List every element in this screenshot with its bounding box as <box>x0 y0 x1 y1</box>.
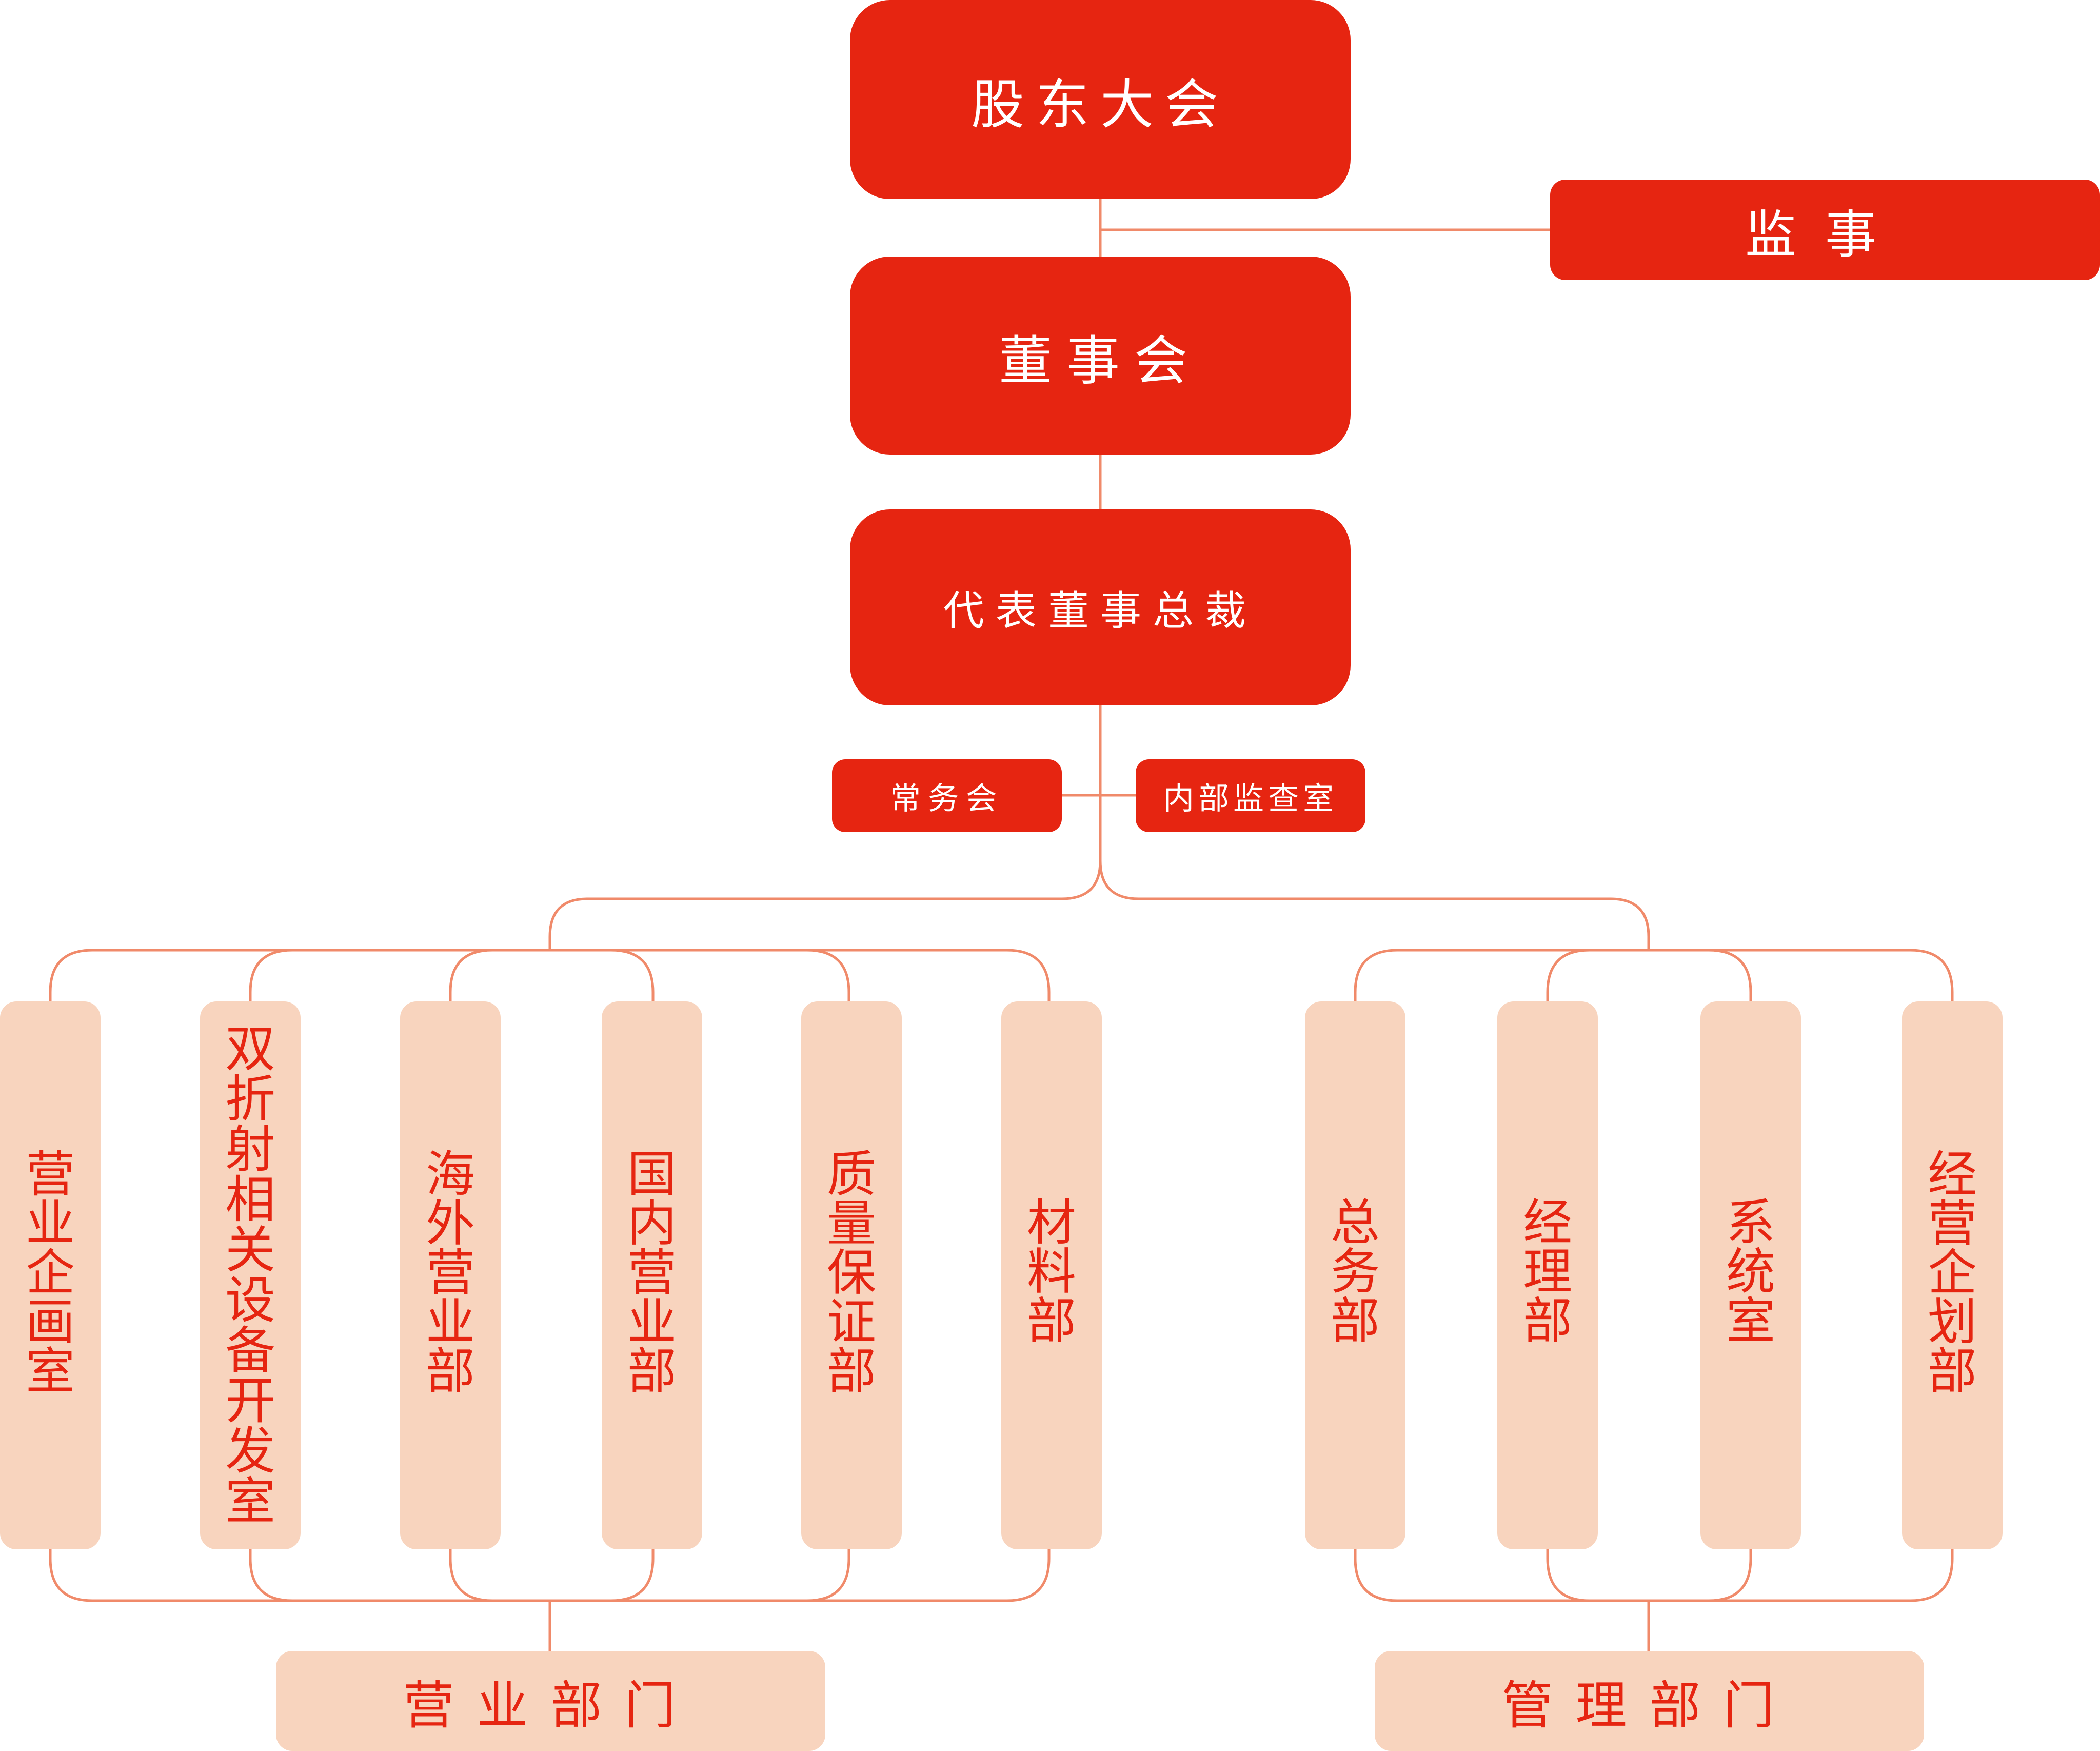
department-label: 质量保证部 <box>827 1150 876 1396</box>
label-char: 量 <box>827 1195 876 1252</box>
label-char: 部 <box>426 1343 475 1400</box>
department-domestic-sales: 国内营业部 <box>602 1001 702 1549</box>
label-char: 部 <box>1027 1292 1076 1350</box>
department-quality-assurance: 质量保证部 <box>801 1001 902 1549</box>
shareholders-label: 股东大会 <box>970 73 1230 136</box>
president-label: 代表董事总裁 <box>943 587 1257 635</box>
internal-audit-label: 内部监查室 <box>1163 780 1338 817</box>
management-group-label-box: 管理部门 <box>1375 1651 1924 1751</box>
label-char: 海 <box>426 1146 475 1203</box>
label-char: 部 <box>1331 1292 1380 1350</box>
department-systems: 系统室 <box>1700 1001 1801 1549</box>
label-char: 设 <box>225 1271 275 1330</box>
internal-audit-node: 内部监查室 <box>1136 759 1365 832</box>
label-char: 国 <box>627 1146 677 1203</box>
department-overseas-sales: 海外营业部 <box>400 1001 501 1549</box>
label-char: 经 <box>1523 1194 1572 1251</box>
label-char: 部 <box>827 1343 876 1400</box>
label-char: 营 <box>26 1146 75 1203</box>
label-char: 开 <box>225 1372 275 1430</box>
label-char: 业 <box>26 1195 75 1252</box>
label-char: 室 <box>225 1472 275 1531</box>
department-birefringence-dev: 双折射相关设备开发室 <box>200 1001 301 1549</box>
label-char: 营 <box>627 1244 677 1302</box>
executive-committee-node: 常务会 <box>832 759 1062 832</box>
label-char: 业 <box>627 1293 677 1351</box>
department-label: 系统室 <box>1726 1198 1775 1346</box>
label-char: 部 <box>627 1343 677 1400</box>
board-label: 董事会 <box>998 329 1202 392</box>
label-char: 经 <box>1928 1146 1977 1203</box>
label-char: 总 <box>1331 1194 1380 1251</box>
label-char: 画 <box>26 1293 75 1351</box>
label-char: 部 <box>1928 1343 1977 1400</box>
label-char: 营 <box>426 1244 475 1302</box>
label-char: 折 <box>225 1070 275 1129</box>
department-label: 营业企画室 <box>26 1150 75 1396</box>
shareholders-node: 股东大会 <box>850 0 1351 199</box>
label-char: 外 <box>426 1195 475 1252</box>
department-business-planning: 经营企划部 <box>1902 1001 2003 1549</box>
department-label: 材料部 <box>1027 1198 1076 1346</box>
department-label: 海外营业部 <box>426 1150 475 1396</box>
board-node: 董事会 <box>850 257 1351 455</box>
label-char: 相 <box>225 1171 275 1229</box>
label-char: 企 <box>1928 1244 1977 1302</box>
label-char: 保 <box>827 1244 876 1302</box>
label-char: 室 <box>26 1343 75 1400</box>
department-sales-planning: 营业企画室 <box>0 1001 101 1549</box>
department-label: 双折射相关设备开发室 <box>225 1024 275 1527</box>
label-char: 务 <box>1331 1243 1380 1301</box>
president-node: 代表董事总裁 <box>850 509 1351 705</box>
label-char: 系 <box>1726 1194 1775 1251</box>
label-char: 质 <box>827 1146 876 1203</box>
label-char: 划 <box>1928 1293 1977 1351</box>
department-general-affairs: 总务部 <box>1305 1001 1405 1549</box>
label-char: 企 <box>26 1244 75 1302</box>
department-label: 国内营业部 <box>627 1150 677 1396</box>
label-char: 室 <box>1726 1292 1775 1350</box>
department-accounting: 经理部 <box>1497 1001 1598 1549</box>
label-char: 双 <box>225 1020 275 1078</box>
label-char: 材 <box>1027 1194 1076 1251</box>
label-char: 营 <box>1928 1195 1977 1252</box>
label-char: 部 <box>1523 1292 1572 1350</box>
label-char: 备 <box>225 1322 275 1380</box>
label-char: 射 <box>225 1120 275 1179</box>
supervisor-node: 监事 <box>1550 180 2100 280</box>
label-char: 发 <box>225 1422 275 1481</box>
label-char: 业 <box>426 1293 475 1351</box>
executive-committee-label: 常务会 <box>890 780 1004 817</box>
label-char: 内 <box>627 1195 677 1252</box>
department-label: 经营企划部 <box>1928 1150 1977 1396</box>
label-char: 关 <box>225 1221 275 1280</box>
label-char: 统 <box>1726 1243 1775 1301</box>
label-char: 料 <box>1027 1243 1076 1301</box>
sales-group-label-box: 营业部门 <box>276 1651 825 1751</box>
department-label: 经理部 <box>1523 1198 1572 1346</box>
department-label: 总务部 <box>1331 1198 1380 1346</box>
management-group-label: 管理部门 <box>1501 1676 1797 1736</box>
label-char: 证 <box>827 1293 876 1351</box>
sales-group-label: 营业部门 <box>403 1676 699 1736</box>
department-materials: 材料部 <box>1001 1001 1102 1549</box>
label-char: 理 <box>1523 1243 1572 1301</box>
supervisor-label: 监事 <box>1745 204 1905 265</box>
